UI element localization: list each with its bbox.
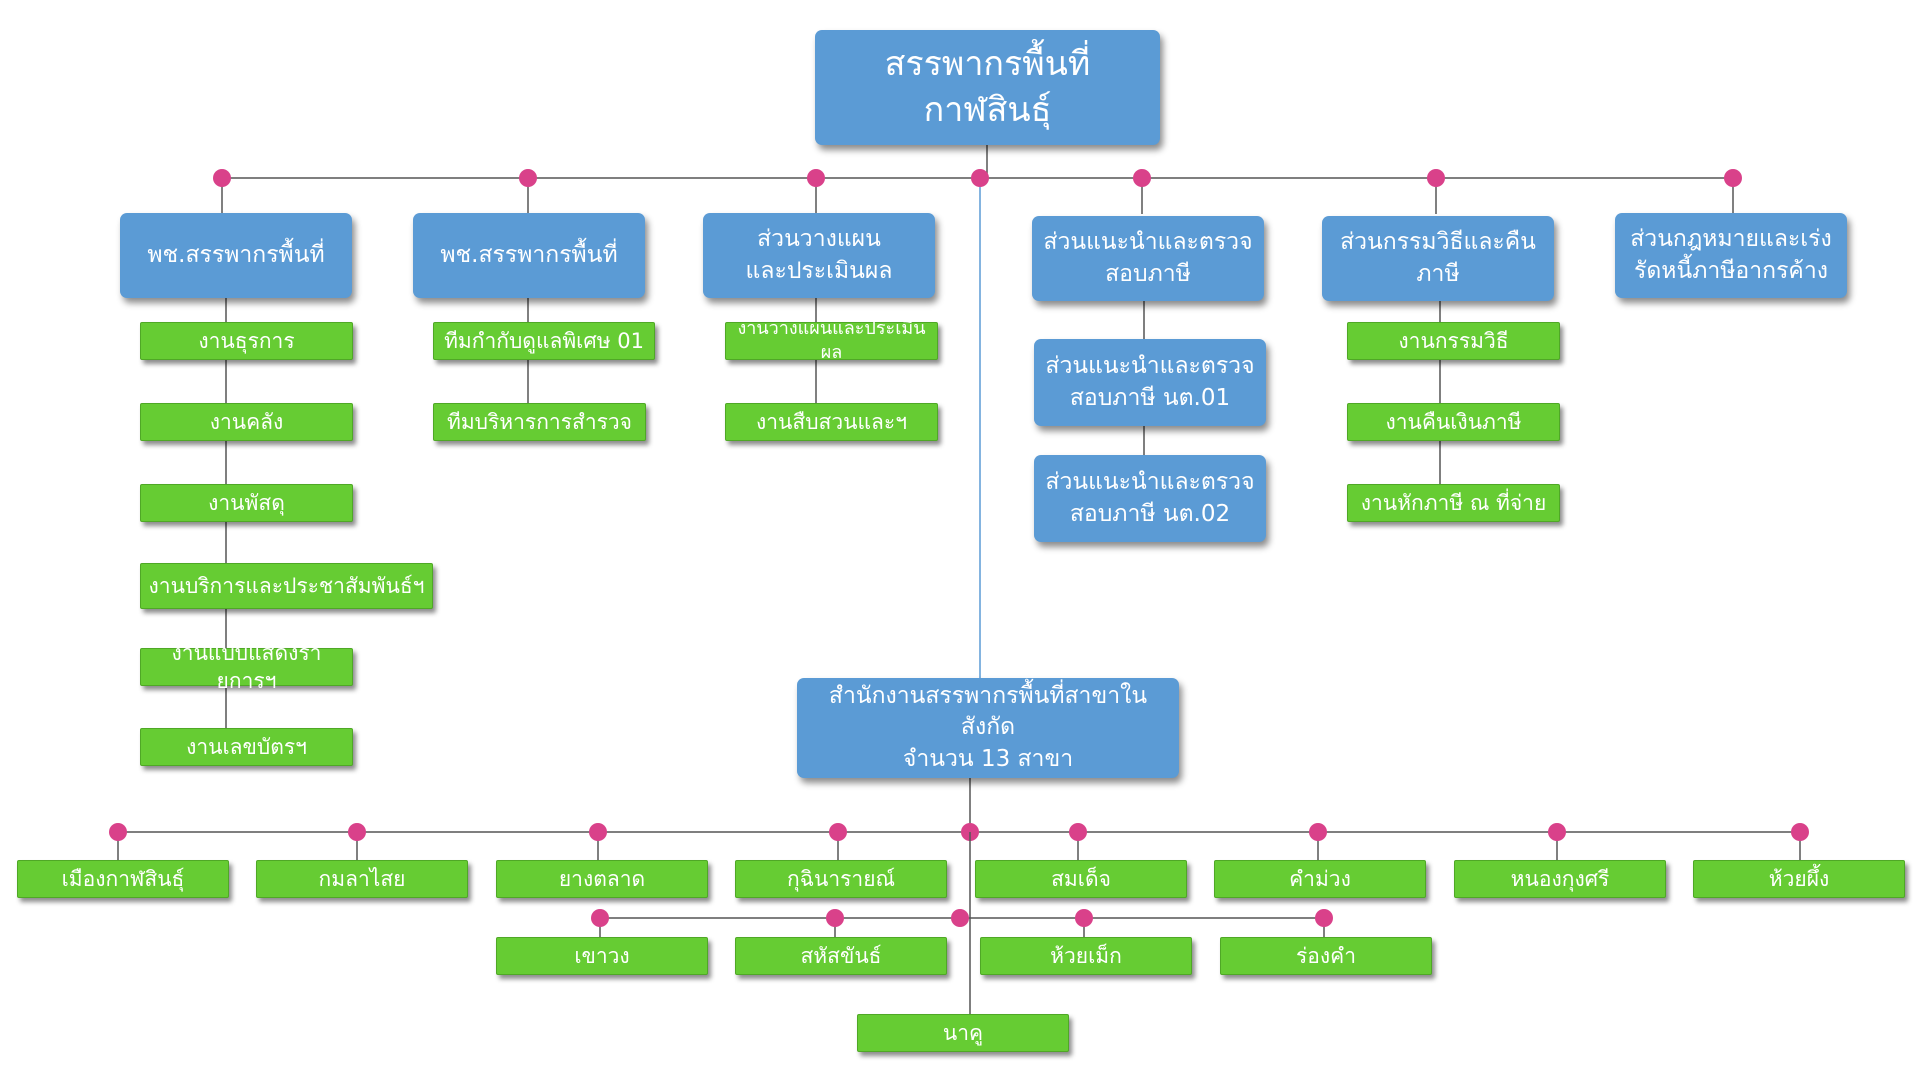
branch-office-box: สำนักงานสรรพากรพื้นที่สาขาในสังกัด จำนวน… xyxy=(797,678,1179,778)
unit-label: งานกรรมวิธี xyxy=(1398,328,1509,353)
unit-label: งานหักภาษี ณ ที่จ่าย xyxy=(1360,490,1547,515)
branch-label: กุฉินารายณ์ xyxy=(786,866,896,891)
branch-box: กุฉินารายณ์ xyxy=(735,860,947,898)
branch-office-label: สำนักงานสรรพากรพื้นที่สาขาในสังกัด จำนวน… xyxy=(828,683,1148,772)
unit-box: งานหักภาษี ณ ที่จ่าย xyxy=(1347,484,1560,522)
connector-dot xyxy=(1309,823,1327,841)
connector-dot xyxy=(1133,169,1151,187)
connector-dot xyxy=(213,169,231,187)
unit-box: งานธุรการ xyxy=(140,322,353,360)
connector-dot xyxy=(951,909,969,927)
connector-dot xyxy=(591,909,609,927)
unit-box: งานสืบสวนและฯ xyxy=(725,403,938,441)
branch-label: คำม่วง xyxy=(1289,866,1351,891)
connector-dot xyxy=(1427,169,1445,187)
unit-box-blue: ส่วนแนะนำและตรวจ สอบภาษี นต.01 xyxy=(1034,339,1266,426)
unit-label: งานพัสดุ xyxy=(208,490,285,515)
branch-box: คำม่วง xyxy=(1214,860,1426,898)
connector-dot xyxy=(348,823,366,841)
unit-box: งานบริการและประชาสัมพันธ์ฯ xyxy=(140,563,433,609)
unit-box: งานแบบแสดงรายการฯ xyxy=(140,641,353,693)
connector-dot xyxy=(1075,909,1093,927)
unit-label: งานธุรการ xyxy=(198,328,295,353)
unit-box: งานกรรมวิธี xyxy=(1347,322,1560,360)
unit-label: งานวางแผนและประเมินผล xyxy=(737,317,926,363)
branch-box: นาคู xyxy=(857,1014,1069,1052)
unit-box: งานวางแผนและประเมินผล xyxy=(725,318,938,363)
connector-dot xyxy=(1315,909,1333,927)
connector-dot xyxy=(1791,823,1809,841)
division-label: พช.สรรพากรพื้นที่ xyxy=(440,241,618,268)
connector-dot xyxy=(1069,823,1087,841)
unit-label: งานบริการและประชาสัมพันธ์ฯ xyxy=(148,573,425,598)
division-box-5: ส่วนกรรมวิธีและคืนภาษี xyxy=(1322,216,1554,301)
unit-box: งานคลัง xyxy=(140,403,353,441)
unit-label: ทีมกำกับดูแลพิเศษ 01 xyxy=(444,328,644,353)
division-label: พช.สรรพากรพื้นที่ xyxy=(147,241,325,268)
unit-box: งานพัสดุ xyxy=(140,484,353,522)
unit-box: งานคืนเงินภาษี xyxy=(1347,403,1560,441)
unit-label: งานสืบสวนและฯ xyxy=(756,409,907,434)
division-label: ส่วนแนะนำและตรวจ สอบภาษี xyxy=(1043,229,1253,287)
connector-dot xyxy=(589,823,607,841)
branch-label: กมลาไสย xyxy=(318,866,406,891)
branch-label: หนองกุงศรี xyxy=(1510,866,1610,891)
connector-dot xyxy=(826,909,844,927)
branch-label: ยางตลาด xyxy=(558,866,646,891)
branch-label: ห้วยผึ้ง xyxy=(1768,866,1830,891)
division-box-2: พช.สรรพากรพื้นที่ xyxy=(413,213,645,298)
branch-box: ยางตลาด xyxy=(496,860,708,898)
root-box: สรรพากรพื้นที่กาฬสินธุ์ xyxy=(815,30,1160,145)
unit-label: งานแบบแสดงรายการฯ xyxy=(171,640,322,693)
branch-box: ห้วยเม็ก xyxy=(980,937,1192,975)
branch-label: ร่องคำ xyxy=(1296,943,1356,968)
branch-label: นาคู xyxy=(942,1020,984,1045)
connector-dot xyxy=(829,823,847,841)
connector-dot xyxy=(1724,169,1742,187)
unit-label: งานคืนเงินภาษี xyxy=(1385,409,1522,434)
unit-box: งานเลขบัตรฯ xyxy=(140,728,353,766)
branch-box: กมลาไสย xyxy=(256,860,468,898)
root-label: สรรพากรพื้นที่กาฬสินธุ์ xyxy=(884,43,1091,130)
branch-box: เขาวง xyxy=(496,937,708,975)
division-box-6: ส่วนกฎหมายและเร่ง รัดหนี้ภาษีอากรค้าง xyxy=(1615,213,1847,298)
connector-dot xyxy=(807,169,825,187)
branch-box: สมเด็จ xyxy=(975,860,1187,898)
division-label: ส่วนกฎหมายและเร่ง รัดหนี้ภาษีอากรค้าง xyxy=(1630,226,1832,284)
branch-box: หนองกุงศรี xyxy=(1454,860,1666,898)
branch-label: เมืองกาฬสินธุ์ xyxy=(61,866,185,891)
unit-label: ทีมบริหารการสำรวจ xyxy=(447,409,632,434)
unit-label: งานคลัง xyxy=(209,409,284,434)
branch-label: สหัสขันธ์ xyxy=(800,943,882,968)
branch-box: ร่องคำ xyxy=(1220,937,1432,975)
branch-box: เมืองกาฬสินธุ์ xyxy=(17,860,229,898)
division-box-1: พช.สรรพากรพื้นที่ xyxy=(120,213,352,298)
branch-label: สมเด็จ xyxy=(1051,866,1111,891)
division-box-4: ส่วนแนะนำและตรวจ สอบภาษี xyxy=(1032,216,1264,301)
connector-dot xyxy=(109,823,127,841)
branch-box: ห้วยผึ้ง xyxy=(1693,860,1905,898)
branch-label: ห้วยเม็ก xyxy=(1050,943,1122,968)
unit-label: ส่วนแนะนำและตรวจ สอบภาษี นต.02 xyxy=(1045,469,1255,527)
division-box-3: ส่วนวางแผน และประเมินผล xyxy=(703,213,935,298)
unit-label: ส่วนแนะนำและตรวจ สอบภาษี นต.01 xyxy=(1045,353,1255,411)
connector-dot xyxy=(1548,823,1566,841)
connector-dot xyxy=(971,169,989,187)
division-label: ส่วนวางแผน และประเมินผล xyxy=(745,226,893,284)
division-label: ส่วนกรรมวิธีและคืนภาษี xyxy=(1340,229,1536,287)
branch-label: เขาวง xyxy=(574,943,630,968)
connector-dot xyxy=(519,169,537,187)
unit-box: ทีมกำกับดูแลพิเศษ 01 xyxy=(433,322,655,360)
unit-box-blue: ส่วนแนะนำและตรวจ สอบภาษี นต.02 xyxy=(1034,455,1266,542)
unit-label: งานเลขบัตรฯ xyxy=(186,734,307,759)
branch-box: สหัสขันธ์ xyxy=(735,937,947,975)
unit-box: ทีมบริหารการสำรวจ xyxy=(433,403,646,441)
